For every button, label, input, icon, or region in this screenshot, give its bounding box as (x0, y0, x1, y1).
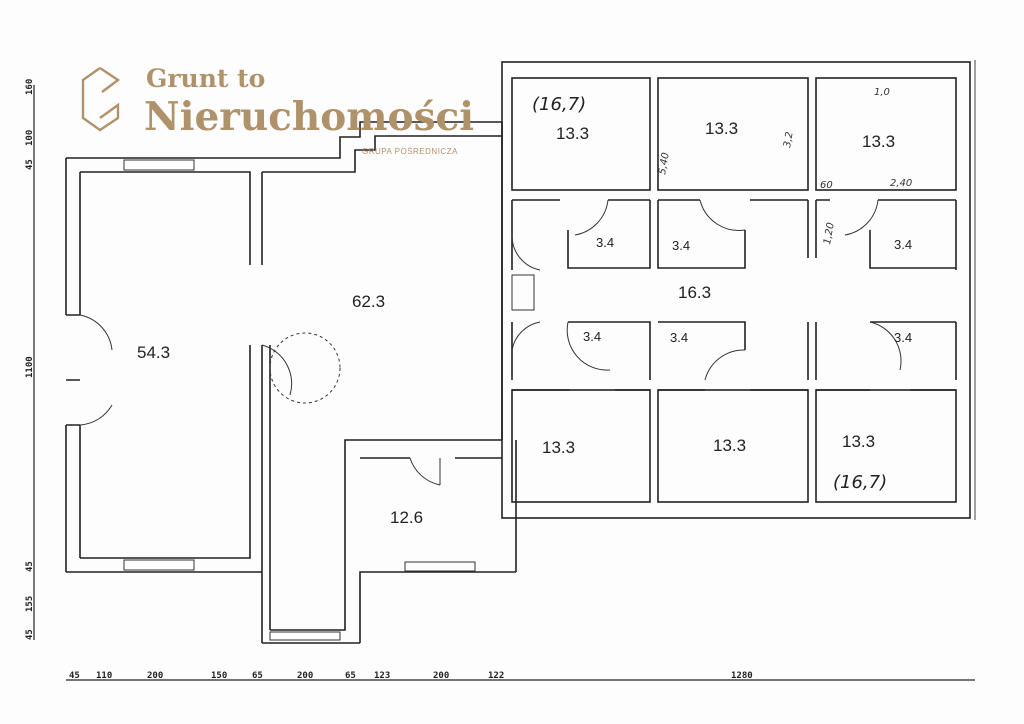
room-area-wc-bottom-3: 3.4 (894, 330, 912, 345)
dimension-label: 110 (96, 671, 112, 681)
handwritten-note-bottom: (16,7) (833, 472, 887, 493)
dimension-label: 1280 (731, 671, 753, 681)
room-area-top-middle: 13.3 (705, 119, 738, 138)
window (123, 159, 195, 171)
dimension-label: 1100 (25, 356, 35, 378)
window (269, 631, 341, 641)
dimension-label: 65 (252, 671, 263, 681)
room-area-bottom-middle: 13.3 (713, 436, 746, 455)
dimension-label: 45 (25, 159, 35, 170)
dimension-label: 45 (25, 629, 35, 640)
logo-line1: Grunt to (146, 64, 265, 93)
room-area-corridor: 16.3 (678, 283, 711, 302)
logo-mark-icon (81, 67, 121, 132)
dimension-label: 200 (433, 671, 449, 681)
company-logo: Grunt to Nieruchomości GRUPA POŚREDNICZA (81, 64, 474, 156)
dimension-label: 100 (25, 130, 35, 146)
room-area-bottom-left: 13.3 (542, 438, 575, 457)
room-area-left-hall: 54.3 (137, 343, 170, 362)
handwritten-note: 3,2 (782, 131, 796, 149)
dimension-label: 200 (147, 671, 163, 681)
room-area-top-left: 13.3 (556, 124, 589, 143)
dimension-label: 45 (25, 561, 35, 572)
dimension-label: 150 (211, 671, 227, 681)
dimension-label: 122 (488, 671, 504, 681)
handwritten-note: 2,40 (890, 178, 912, 189)
dimension-label: 155 (25, 596, 35, 612)
logo-line2: Nieruchomości (144, 94, 474, 140)
room-area-main-hall: 62.3 (352, 292, 385, 311)
logo-tagline: GRUPA POŚREDNICZA (362, 147, 458, 156)
window (123, 559, 195, 571)
dimension-label: 200 (297, 671, 313, 681)
window (404, 561, 476, 572)
right-wing-walls (501, 61, 971, 519)
dimension-label: 65 (345, 671, 356, 681)
handwritten-note: 60 (820, 180, 833, 191)
room-area-wc-top-2: 3.4 (672, 238, 690, 253)
room-area-small-room: 12.6 (390, 508, 423, 527)
room-area-wc-bottom-2: 3.4 (670, 330, 688, 345)
handwritten-note: 5,40 (657, 152, 672, 176)
door-panel (511, 274, 535, 311)
left-wing-walls (65, 157, 263, 573)
handwritten-note: 1,0 (874, 87, 890, 98)
room-area-wc-bottom-1: 3.4 (583, 329, 601, 344)
handwritten-note-top: (16,7) (532, 94, 586, 115)
room-area-wc-top-3: 3.4 (894, 237, 912, 252)
dimension-label: 160 (25, 79, 35, 95)
room-area-top-right: 13.3 (862, 132, 895, 151)
dimension-label: 45 (69, 671, 80, 681)
room-area-bottom-right: 13.3 (842, 432, 875, 451)
dimension-label: 123 (374, 671, 390, 681)
handwritten-note: 1,20 (822, 222, 837, 246)
middle-wing-walls (261, 121, 517, 644)
room-area-wc-top-1: 3.4 (596, 235, 614, 250)
